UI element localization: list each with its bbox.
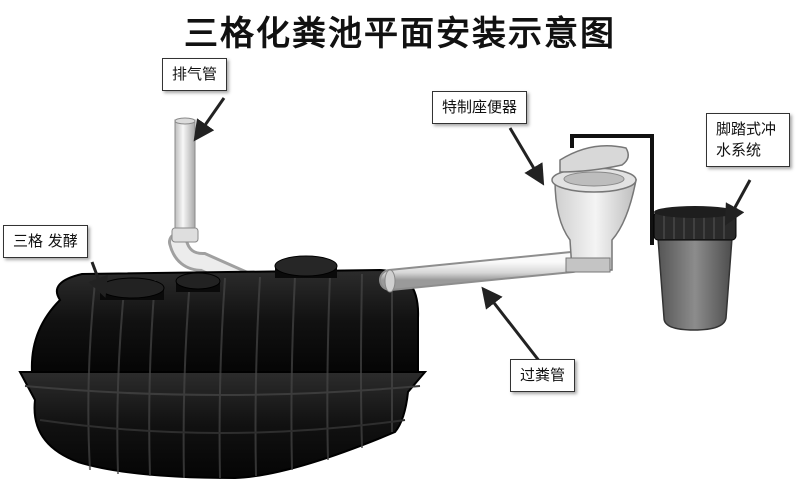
flush-system-label: 脚踏式冲水系统 <box>706 113 790 167</box>
pointer-arrows <box>88 97 752 363</box>
transfer-pipe <box>379 251 583 293</box>
vent-arrow <box>193 97 226 142</box>
tank-label: 三格 发酵 <box>3 225 88 258</box>
diagram-title: 三格化粪池平面安装示意图 <box>184 14 616 54</box>
vent-pipe <box>168 117 258 292</box>
toilet <box>551 145 637 273</box>
septic-tank <box>18 255 428 480</box>
flush-arrow <box>724 179 752 226</box>
foot-flush-tank <box>653 206 737 331</box>
toilet-arrow <box>508 127 545 186</box>
transfer-pipe-arrow <box>481 286 542 363</box>
tank-lids <box>99 255 338 300</box>
transfer-pipe-label: 过粪管 <box>510 359 576 392</box>
tank-arrow <box>88 261 108 298</box>
toilet-label: 特制座便器 <box>432 91 528 124</box>
vent-pipe-label: 排气管 <box>162 58 228 91</box>
flush-water-line <box>570 134 654 245</box>
